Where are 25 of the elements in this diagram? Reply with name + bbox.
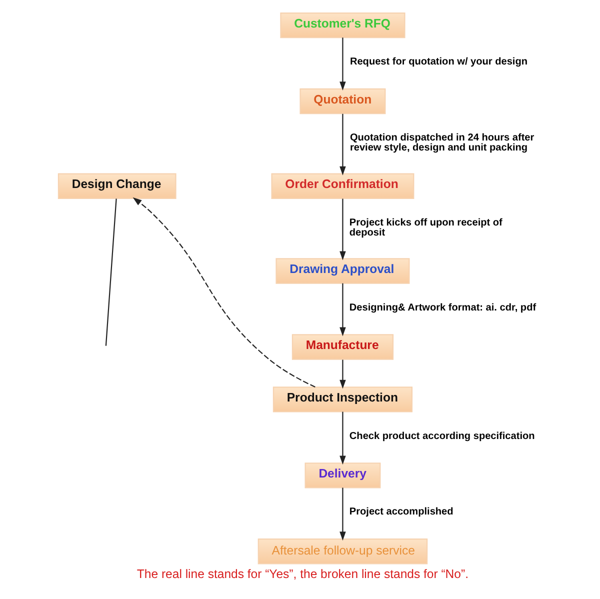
edge-label: Quotation dispatched in 24 hours after review style, design and unit packing xyxy=(350,132,534,154)
node-box: Drawing Approval xyxy=(276,258,410,284)
node-box: Product Inspection xyxy=(272,386,413,412)
edge-label: Check product according specification xyxy=(349,430,535,442)
arrow xyxy=(340,198,346,260)
node-box: Aftersale follow-up service xyxy=(258,538,428,564)
arrow xyxy=(340,412,346,465)
node-box: Quotation xyxy=(300,88,386,114)
node-box: Design Change xyxy=(58,173,176,199)
node-box: Order Confirmation xyxy=(271,173,414,199)
edge-label: Project accomplished xyxy=(349,506,454,518)
edge-label: Request for quotation w/ your design xyxy=(350,56,528,68)
connector xyxy=(105,198,117,346)
arrow xyxy=(340,283,346,336)
arrow xyxy=(340,360,346,389)
caption: The real line stands for “Yes”, the broken line stands for “No”. xyxy=(136,566,468,581)
arrow xyxy=(340,488,346,541)
arrow xyxy=(340,114,346,176)
edge-label: Project kicks off upon receipt of deposit xyxy=(349,217,502,238)
arrow xyxy=(132,197,316,388)
node-box: Manufacture xyxy=(292,334,394,360)
edge-label: Designing& Artwork format: ai. cdr, pdf xyxy=(349,302,536,314)
node-box: Delivery xyxy=(304,462,381,488)
node-box: Customer's RFQ xyxy=(280,12,406,38)
arrow xyxy=(340,38,346,91)
